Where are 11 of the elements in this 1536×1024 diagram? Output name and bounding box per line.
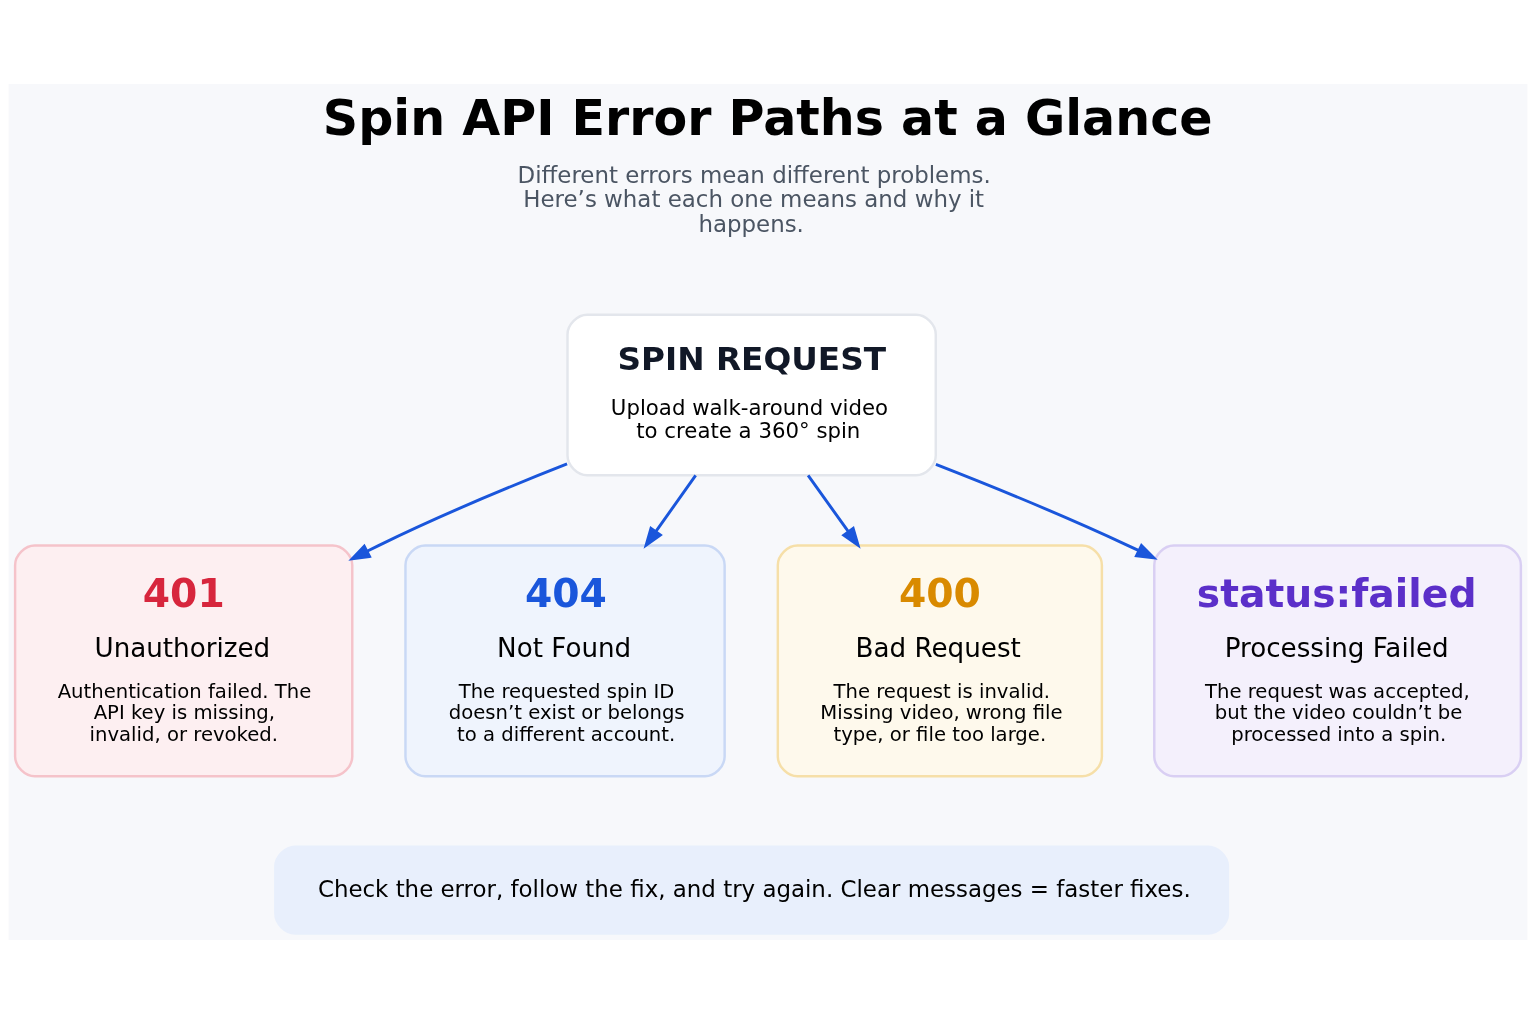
node-box: status:failed Processing Failed The request was accepted, but the video couldn’t be processed into a spin. [1153, 544, 1523, 778]
arrow [806, 474, 861, 549]
arrow [643, 474, 697, 549]
diagram-title: Spin API Error Paths at a Glance [322, 88, 1213, 147]
node-box: 401 Unauthorized Authentication failed. The API key is missing, invalid, or revoked. [13, 544, 354, 778]
label: Different errors mean different problems. Here’s what each one means and why it happens. [517, 161, 991, 237]
arrow [348, 462, 568, 561]
node-box: SPIN REQUEST Upload walk-around video to create a 360° spin [566, 313, 937, 477]
node-box: 404 Not Found The requested spin ID doesn’t exist or belongs to a different account. [404, 544, 726, 778]
arrow [935, 463, 1158, 560]
node-box: 400 Bad Request The request is invalid. Missing video, wrong file type, or file too large. [776, 544, 1104, 778]
